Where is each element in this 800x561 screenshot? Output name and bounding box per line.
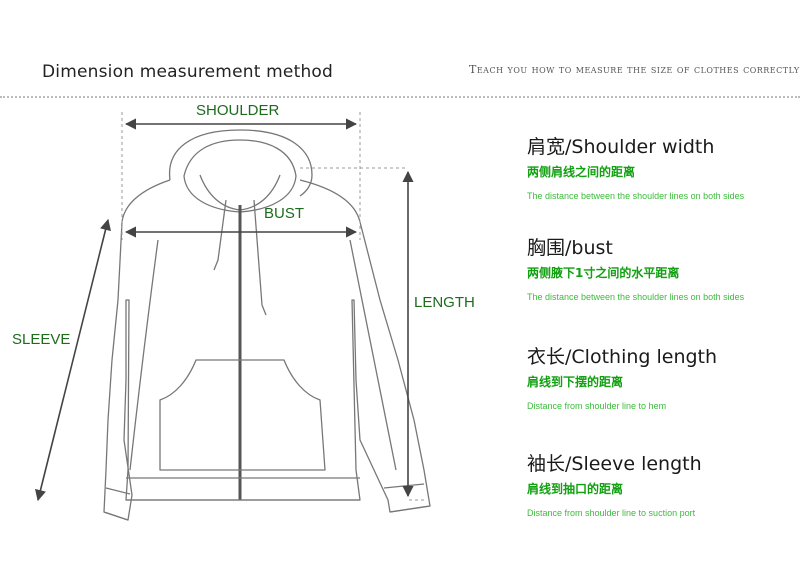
length-label: LENGTH [414,294,475,311]
sleeve-label: SLEEVE [12,331,71,348]
page-subtitle: Teach you how to measure the size of clo… [469,63,800,76]
hood-outline [168,129,313,197]
legend-heading: 袖长/Sleeve length [527,453,702,475]
legend-bust: 胸围/bust 两侧腋下1寸之间的水平距离 The distance betwe… [527,236,744,303]
hem-rib [126,477,360,501]
shoulder-label: SHOULDER [196,102,280,119]
legend-en-text: The distance between the shoulder lines … [527,292,745,302]
legend-cn-text: 肩线到抽口的距离 [527,482,624,496]
right-sleeve-seam [349,239,397,471]
legend-clothing-length: 衣长/Clothing length 肩线到下摆的距离 Distance fro… [527,345,717,412]
kangaroo-pocket [159,359,326,471]
sleeve-arrow [35,218,111,502]
legend-sleeve-length: 袖长/Sleeve length 肩线到抽口的距离 Distance from … [527,452,702,519]
legend-cn-text: 两侧肩线之间的距离 [527,165,636,179]
bust-label: BUST [264,205,305,222]
legend-cn-text: 两侧腋下1寸之间的水平距离 [527,266,680,280]
hoodie-sketch [103,129,431,521]
legend-heading: 肩宽/Shoulder width [527,136,715,158]
dimension-arrows [35,118,414,502]
hood-inner [183,139,297,213]
page-title: Dimension measurement method [42,62,334,82]
legend-cn-text: 肩线到下摆的距离 [527,375,624,389]
left-cuff [103,487,131,521]
legend-heading: 胸围/bust [527,237,613,259]
left-sleeve-seam [129,239,159,471]
legend-en-text: Distance from shoulder line to suction p… [527,508,696,518]
right-cuff [383,483,431,513]
drawstring-left [213,199,227,271]
legend-shoulder-width: 肩宽/Shoulder width 两侧肩线之间的距离 The distance… [527,135,744,202]
legend-en-text: The distance between the shoulder lines … [527,191,745,201]
hoodie-body-outline [103,179,431,521]
guide-lines [121,112,424,501]
legend-en-text: Distance from shoulder line to hem [527,401,667,411]
legend-heading: 衣长/Clothing length [527,346,718,368]
dotted-divider [0,96,800,98]
